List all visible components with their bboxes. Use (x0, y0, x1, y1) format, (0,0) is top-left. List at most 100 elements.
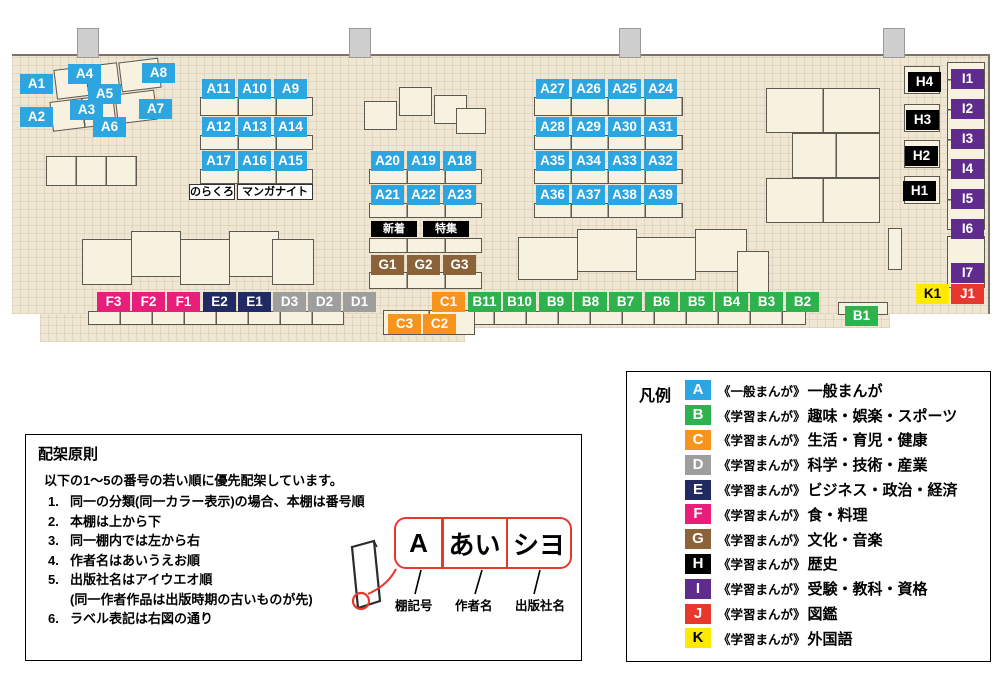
shelf-block (200, 97, 313, 116)
legend-row-F: F《学習まんが》食・料理 (685, 502, 984, 527)
shelf-label-A19: A19 (407, 151, 440, 171)
shelf-label-A21: A21 (371, 185, 404, 205)
sign-tag: マンガナイト (237, 184, 313, 200)
principles-rule: 1. 同一の分類(同一カラー表示)の場合、本棚は番号順 (48, 492, 365, 512)
shelf-label-D1: D1 (343, 292, 376, 312)
sign-tag: のらくろ (189, 184, 235, 200)
shelf-label-A26: A26 (572, 79, 605, 99)
legend-scope: 《学習まんが》 (718, 508, 806, 523)
legend-swatch-H: H (685, 553, 711, 574)
shelf-label-B6: B6 (645, 292, 678, 312)
shelf-label-A3: A3 (70, 100, 103, 120)
shelf-block (229, 231, 279, 277)
shelf-block (456, 108, 486, 134)
shelf-label-A14: A14 (274, 117, 307, 137)
shelf-label-A29: A29 (572, 117, 605, 137)
shelf-label-H2: H2 (905, 146, 938, 166)
shelf-label-A35: A35 (536, 151, 569, 171)
shelf-block (369, 238, 482, 253)
shelf-block (577, 229, 637, 272)
shelf-label-A18: A18 (443, 151, 476, 171)
shelf-block (792, 133, 880, 178)
shelf-label-G3: G3 (443, 255, 476, 275)
legend-scope: 《学習まんが》 (718, 533, 806, 548)
shelf-block (399, 87, 432, 116)
spine-publisher: シヨ (513, 529, 566, 560)
shelf-label-A22: A22 (407, 185, 440, 205)
spine-shelf-code: A (409, 527, 428, 558)
shelf-label-I3: I3 (951, 129, 984, 149)
legend-scope: 《学習まんが》 (718, 583, 806, 598)
shelf-block (766, 178, 880, 223)
rule-number: 5. (48, 572, 59, 587)
legend-row-A: A《一般まんが》一般まんが (685, 378, 984, 403)
legend-category: 歴史 (807, 556, 838, 574)
shelf-block (272, 239, 314, 285)
rule-number: 2. (48, 513, 59, 529)
legend-category: 一般まんが (807, 382, 883, 400)
legend-category: ビジネス・政治・経済 (807, 482, 958, 500)
shelf-label-C3: C3 (388, 314, 421, 334)
legend-swatch-I: I (685, 578, 711, 599)
rule-number: 3. (48, 533, 59, 548)
shelf-block (534, 135, 683, 150)
shelf-label-B3: B3 (750, 292, 783, 312)
shelf-label-C1: C1 (432, 292, 465, 312)
shelf-label-F1: F1 (167, 292, 200, 312)
pointer-label-author: 作者名 (455, 599, 493, 613)
sign-tag: 特集 (423, 221, 469, 237)
rule-number: 1. (48, 494, 59, 509)
shelf-block (518, 237, 578, 280)
shelf-label-A7: A7 (139, 99, 172, 119)
zoom-leader-line (367, 568, 397, 595)
shelf-label-B4: B4 (715, 292, 748, 312)
legend-row-I: I 《学習まんが》受験・教科・資格 (685, 576, 984, 601)
shelf-label-A13: A13 (238, 117, 271, 137)
shelf-block (200, 135, 313, 150)
shelf-label-A1: A1 (20, 74, 53, 94)
legend-swatch-J: J (685, 603, 711, 624)
shelf-label-B11: B11 (468, 292, 501, 312)
shelving-principles-panel: 配架原則 以下の1〜5の番号の若い順に優先配架しています。 1.同一の分類(同一… (25, 434, 582, 661)
shelf-label-A37: A37 (572, 185, 605, 205)
shelf-label-A24: A24 (644, 79, 677, 99)
shelf-label-E2: E2 (203, 292, 236, 312)
shelf-label-A27: A27 (536, 79, 569, 99)
shelf-label-B7: B7 (609, 292, 642, 312)
shelf-block (636, 237, 696, 280)
legend-row-B: B《学習まんが》趣味・娯楽・スポーツ (685, 403, 984, 428)
legend-swatch-B: B (685, 405, 711, 426)
shelf-block (131, 231, 181, 277)
rule-text: 同一棚内では左から右 (70, 533, 201, 548)
spine-separator (441, 519, 444, 567)
legend-scope: 《一般まんが》 (718, 384, 806, 399)
spine-separator (505, 519, 509, 567)
legend-row-K: K《学習まんが》外国語 (685, 626, 984, 651)
shelf-block (88, 311, 344, 325)
legend-category: 文化・音楽 (807, 531, 883, 549)
shelf-label-A36: A36 (536, 185, 569, 205)
shelf-label-A32: A32 (644, 151, 677, 171)
shelf-label-A17: A17 (202, 151, 235, 171)
legend-row-J: J《学習まんが》図鑑 (685, 601, 984, 626)
pointer-label-publisher: 出版社名 (515, 599, 566, 613)
shelf-label-B8: B8 (574, 292, 607, 312)
legend-category: 受験・教科・資格 (807, 581, 928, 599)
shelf-label-F3: F3 (97, 292, 130, 312)
legend-scope: 《学習まんが》 (718, 608, 806, 623)
shelf-label-A10: A10 (238, 79, 271, 99)
shelf-label-I2: I2 (951, 99, 984, 119)
shelf-label-A4: A4 (68, 64, 101, 84)
shelf-label-C2: C2 (423, 314, 456, 334)
legend-category: 食・料理 (807, 506, 868, 524)
shelf-label-A23: A23 (443, 185, 476, 205)
shelf-block (695, 229, 747, 272)
legend-scope: 《学習まんが》 (718, 484, 806, 499)
rule-text: 同一の分類(同一カラー表示)の場合、本棚は番号順 (70, 494, 365, 509)
shelf-label-B9: B9 (539, 292, 572, 312)
shelf-label-B1: B1 (845, 306, 878, 326)
